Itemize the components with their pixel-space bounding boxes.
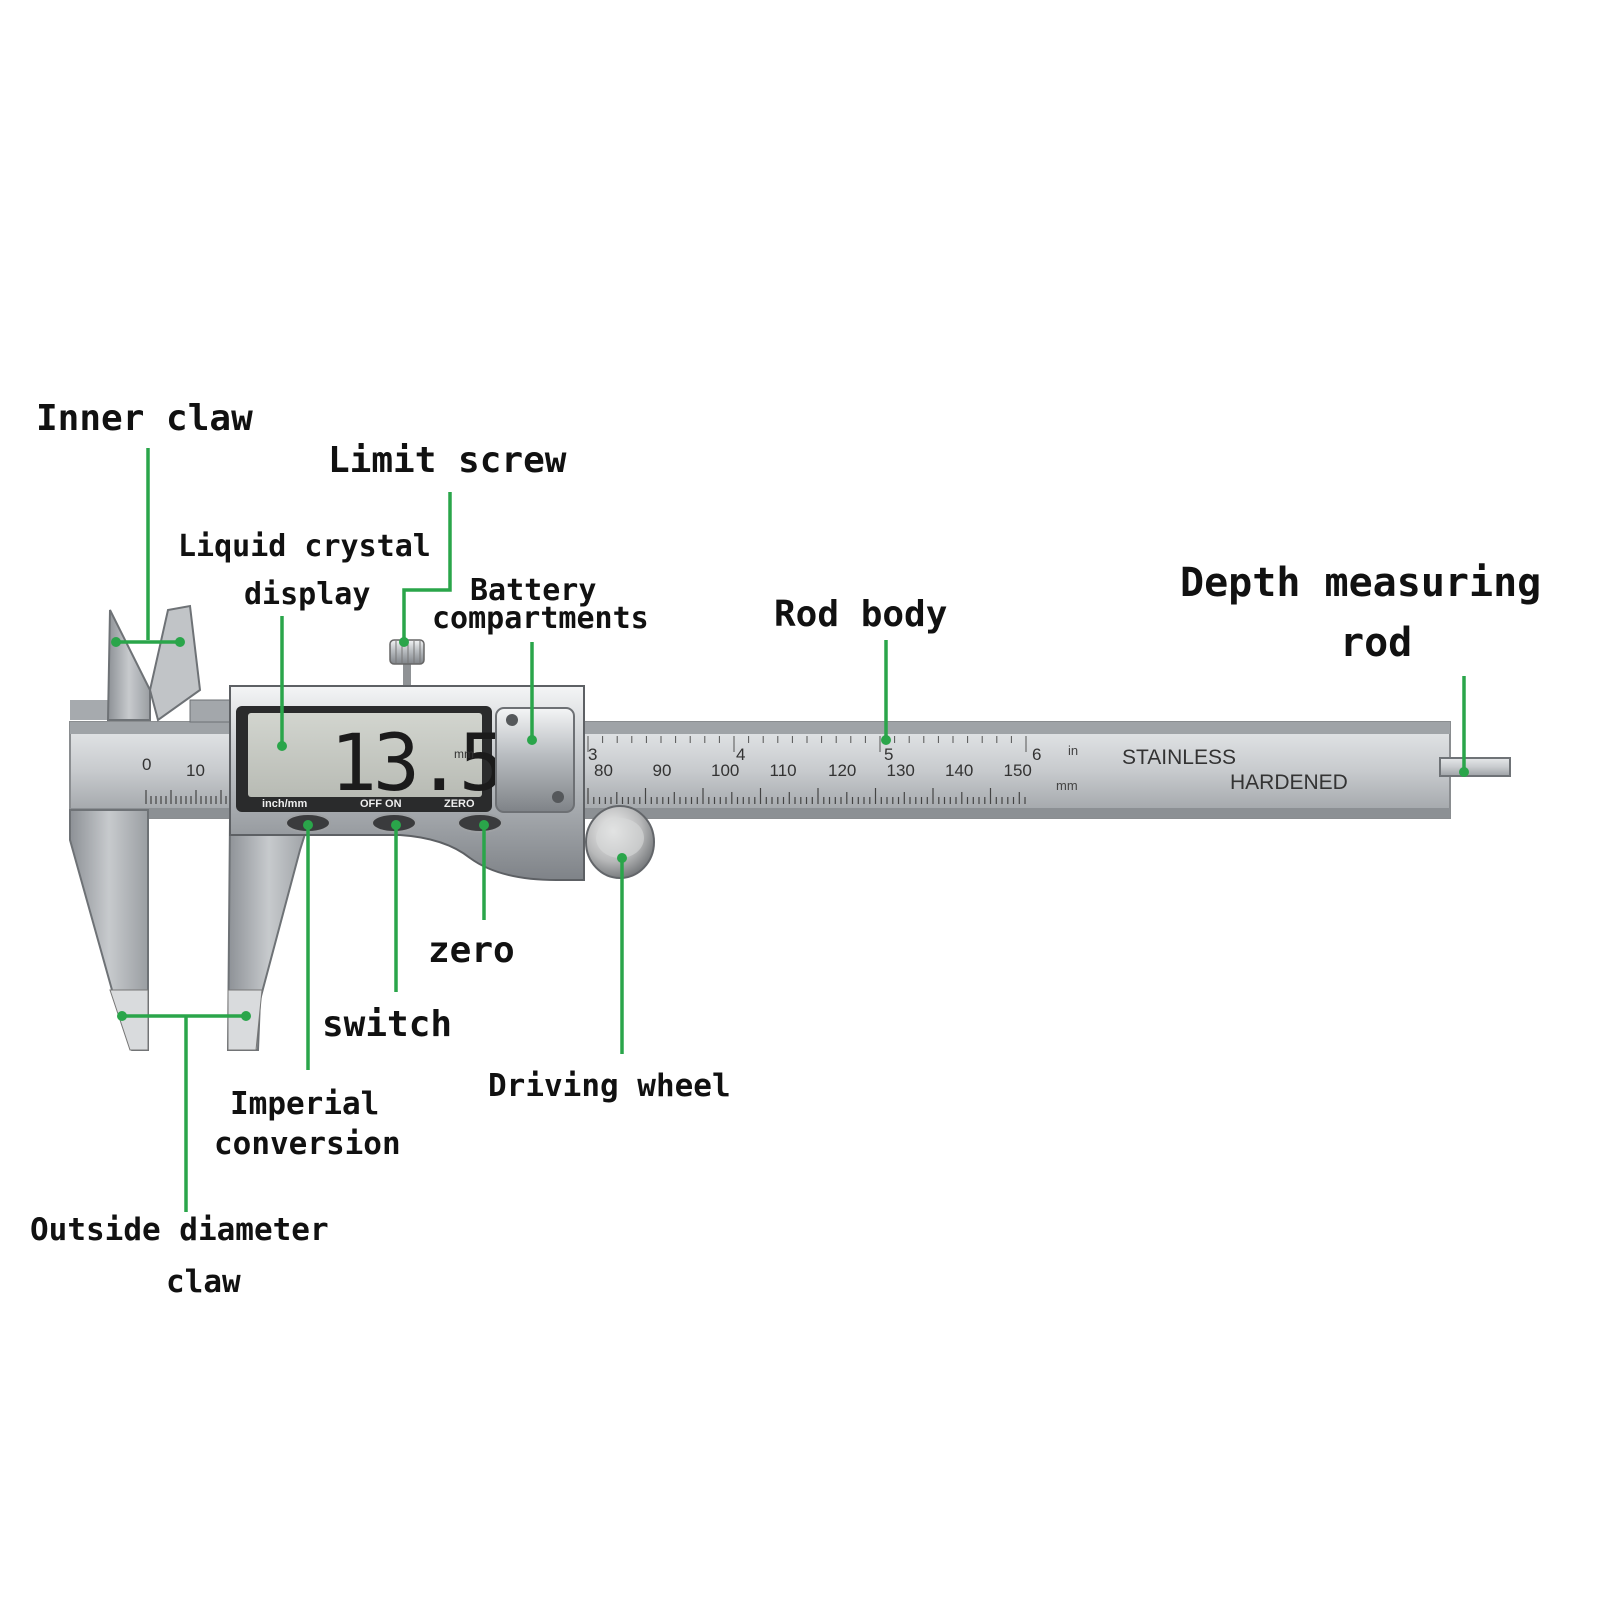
inch-mm-label: inch/mm [262,798,307,810]
inch-scale-number: 3 [588,745,597,764]
label-battery-line2: compartments [432,601,649,636]
label-imperial-line2: conversion [214,1126,401,1162]
label-battery-line1: Battery [470,573,596,608]
inch-scale-number: 5 [884,745,893,764]
label-depth-line2: rod [1340,620,1412,666]
mm-scale-number: 110 [770,761,797,780]
label-rod-body: Rod body [774,594,947,635]
limit-screw [389,639,425,688]
label-depth-line1: Depth measuring [1180,560,1541,606]
mm-scale-number: 100 [711,761,739,780]
label-outside-line2: claw [166,1264,241,1300]
main-scale-right: 80 90 100 110 120 130 140 150 3 4 5 6 [587,736,1041,804]
inch-scale-number: 4 [736,745,745,764]
label-inner-claw: Inner claw [36,398,253,439]
off-on-label: OFF ON [360,798,402,810]
driving-wheel[interactable] [585,805,655,879]
engraving-stainless: STAINLESS [1122,746,1236,769]
unit-mm-label: mm [1056,778,1078,793]
label-outside-line1: Outside diameter [30,1212,329,1248]
depth-rod [1439,757,1511,777]
label-switch: switch [322,1004,452,1045]
label-zero: zero [428,930,515,971]
main-scale-left: 0 10 [142,755,227,804]
mm-scale-number: 140 [945,761,973,780]
battery-compartment[interactable] [495,707,575,813]
mm-scale-number: 120 [828,761,856,780]
lcd-unit: mm [454,747,474,761]
zero-text-label: ZERO [444,798,475,810]
label-lcd-line2: display [244,577,370,612]
engraving-hardened: HARDENED [1230,771,1348,794]
mm-scale-number: 130 [887,761,915,780]
label-imperial-line1: Imperial [230,1086,379,1122]
fixed-jaw [69,604,231,1051]
label-lcd-line1: Liquid crystal [178,529,431,564]
mm-scale-number: 90 [653,761,672,780]
label-driving-wheel: Driving wheel [488,1068,731,1104]
label-limit-screw: Limit screw [328,440,567,481]
mm-scale-number: 150 [1004,761,1032,780]
inch-scale-number: 6 [1032,745,1041,764]
mm-scale-number: 80 [594,761,613,780]
unit-in-label: in [1068,743,1078,758]
scale-ten: 10 [186,761,205,780]
scale-zero: 0 [142,755,151,774]
leader-lines [111,448,1469,1212]
